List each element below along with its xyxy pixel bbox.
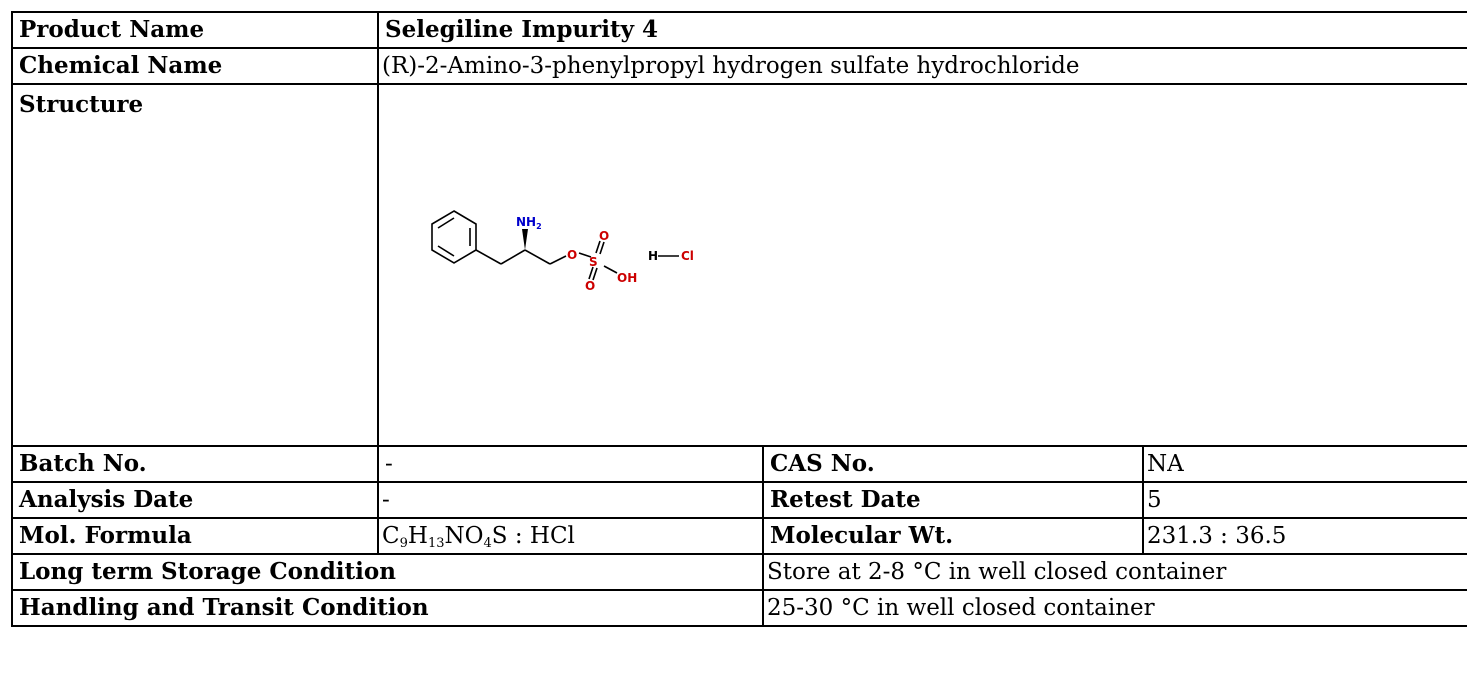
analysis-date-label: Analysis Date <box>11 481 379 519</box>
transit-row: Handling and Transit Condition 25-30 °C … <box>11 589 1467 627</box>
hydrogen-label: H <box>648 249 658 263</box>
oxo-bottom-label: O <box>585 279 595 293</box>
sulfur-label: S <box>589 255 598 269</box>
oxo-top-label: O <box>599 229 609 243</box>
molecular-weight-label: Molecular Wt. <box>762 517 1144 555</box>
benzene-ring <box>431 210 477 264</box>
molecule-structure: NH2 O S O O OH H Cl <box>431 210 694 293</box>
molecular-weight-value: 231.3 : 36.5 <box>1141 517 1467 555</box>
chemical-name-value: (R)-2-Amino-3-phenylpropyl hydrogen sulf… <box>376 47 1467 85</box>
chemical-name-row: Chemical Name (R)-2-Amino-3-phenylpropyl… <box>11 47 1467 85</box>
mol-formula-value: C9H13NO4S : HCl <box>377 517 764 555</box>
coa-table: Product Name Selegiline Impurity 4 Chemi… <box>11 11 1467 627</box>
formula-row: Mol. Formula C9H13NO4S : HCl Molecular W… <box>11 517 1467 555</box>
amine-label: NH2 <box>516 215 542 231</box>
mol-formula-label: Mol. Formula <box>11 517 379 555</box>
transit-condition-label: Handling and Transit Condition <box>11 589 764 627</box>
retest-date-value: 5 <box>1141 481 1467 519</box>
hydroxyl-label: OH <box>617 271 637 285</box>
batch-row: Batch No. - CAS No. NA <box>11 445 1467 483</box>
chlorine-label: Cl <box>681 249 694 263</box>
product-name-row: Product Name Selegiline Impurity 4 <box>11 11 1467 49</box>
structure-row: Structure <box>11 83 1467 447</box>
structure-drawing: NH2 O S O O OH H Cl <box>385 86 1466 444</box>
batch-value: - <box>377 445 764 483</box>
product-name-value: Selegiline Impurity 4 <box>376 11 1467 49</box>
storage-condition-value: Store at 2-8 °C in well closed container <box>761 553 1467 591</box>
product-name-label: Product Name <box>11 11 379 49</box>
analysis-date-value: - <box>377 481 764 519</box>
structure-label: Structure <box>11 83 379 447</box>
transit-condition-value: 25-30 °C in well closed container <box>761 589 1467 627</box>
chemical-name-label: Chemical Name <box>11 47 379 85</box>
storage-condition-label: Long term Storage Condition <box>11 553 764 591</box>
wedge-bond <box>522 229 528 250</box>
storage-row: Long term Storage Condition Store at 2-8… <box>11 553 1467 591</box>
batch-label: Batch No. <box>11 445 379 483</box>
alkyl-chain <box>475 240 679 281</box>
cas-value: NA <box>1141 445 1467 483</box>
cas-label: CAS No. <box>762 445 1144 483</box>
analysis-row: Analysis Date - Retest Date 5 <box>11 481 1467 519</box>
retest-date-label: Retest Date <box>762 481 1144 519</box>
ester-oxygen-label: O <box>567 248 577 262</box>
structure-cell: NH2 O S O O OH H Cl <box>376 83 1467 447</box>
